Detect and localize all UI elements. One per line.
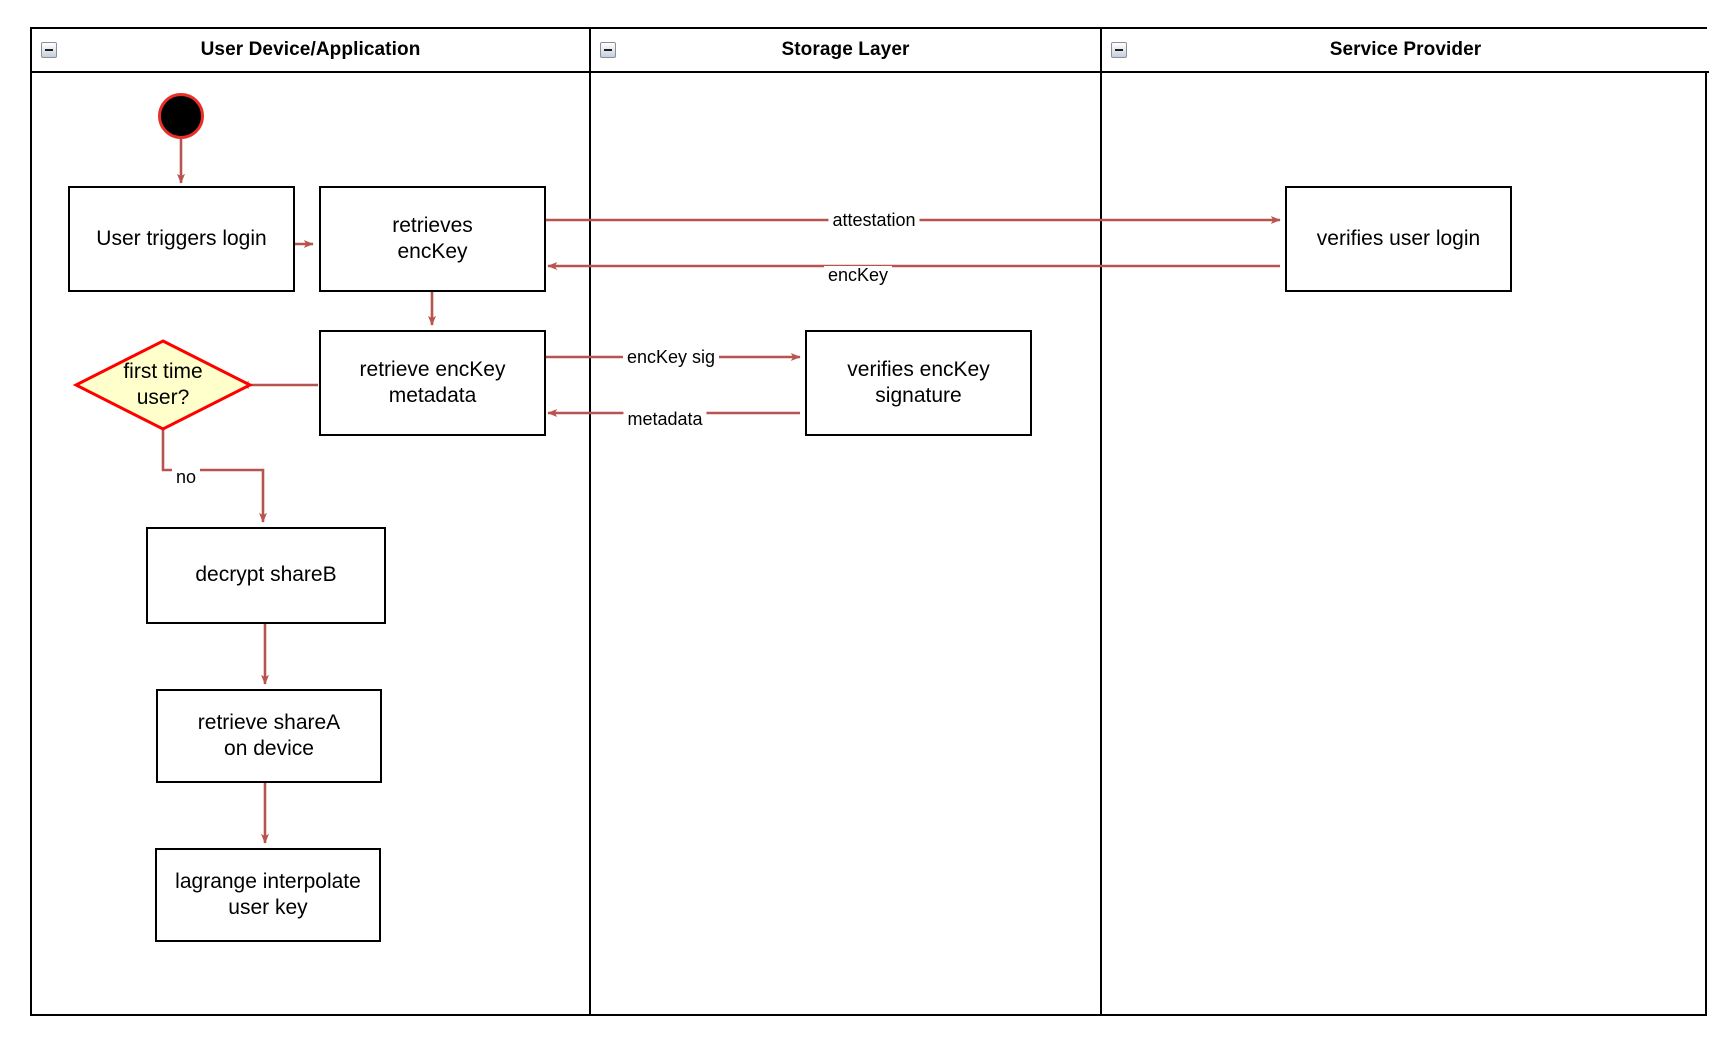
diamond-shape (73, 339, 253, 431)
collapse-minus-icon[interactable] (41, 42, 57, 58)
edge-label-enckey-sig: encKey sig (622, 348, 720, 366)
swimlane-title-user-device: User Device/Application (200, 39, 421, 60)
swimlane-header-service-provider[interactable]: Service Provider (1102, 29, 1709, 73)
decision-label: first time user? (123, 360, 203, 409)
edge-label-metadata: metadata (623, 410, 707, 428)
activity-verifies-enckey-signature[interactable]: verifies encKey signature (805, 330, 1032, 436)
swimlane-storage-layer: Storage Layer (589, 29, 1100, 1014)
swimlane-header-user-device[interactable]: User Device/Application (32, 29, 589, 73)
edge-label-attestation: attestation (828, 211, 920, 229)
start-node[interactable] (158, 93, 204, 139)
swimlane-service-provider: Service Provider (1100, 29, 1709, 1014)
activity-retrieve-enckey-metadata[interactable]: retrieve encKey metadata (319, 330, 546, 436)
activity-retrieve-sharea-on-device[interactable]: retrieve shareA on device (156, 689, 382, 783)
collapse-minus-icon[interactable] (600, 42, 616, 58)
swimlane-user-device: User Device/Application (32, 29, 589, 1014)
swimlane-title-service-provider: Service Provider (1329, 39, 1482, 60)
activity-user-triggers-login[interactable]: User triggers login (68, 186, 295, 292)
activity-decrypt-shareb[interactable]: decrypt shareB (146, 527, 386, 624)
decision-first-time-user[interactable]: first time user? (73, 338, 253, 432)
activity-retrieves-enckey[interactable]: retrieves encKey (319, 186, 546, 292)
edge-label-no: no (171, 468, 201, 486)
activity-verifies-user-login[interactable]: verifies user login (1285, 186, 1512, 292)
swimlane-header-storage-layer[interactable]: Storage Layer (591, 29, 1100, 73)
swimlane-title-storage-layer: Storage Layer (781, 39, 910, 60)
collapse-minus-icon[interactable] (1111, 42, 1127, 58)
edge-label-enckey: encKey (823, 266, 893, 284)
activity-lagrange-interpolate-user-key[interactable]: lagrange interpolate user key (155, 848, 381, 942)
